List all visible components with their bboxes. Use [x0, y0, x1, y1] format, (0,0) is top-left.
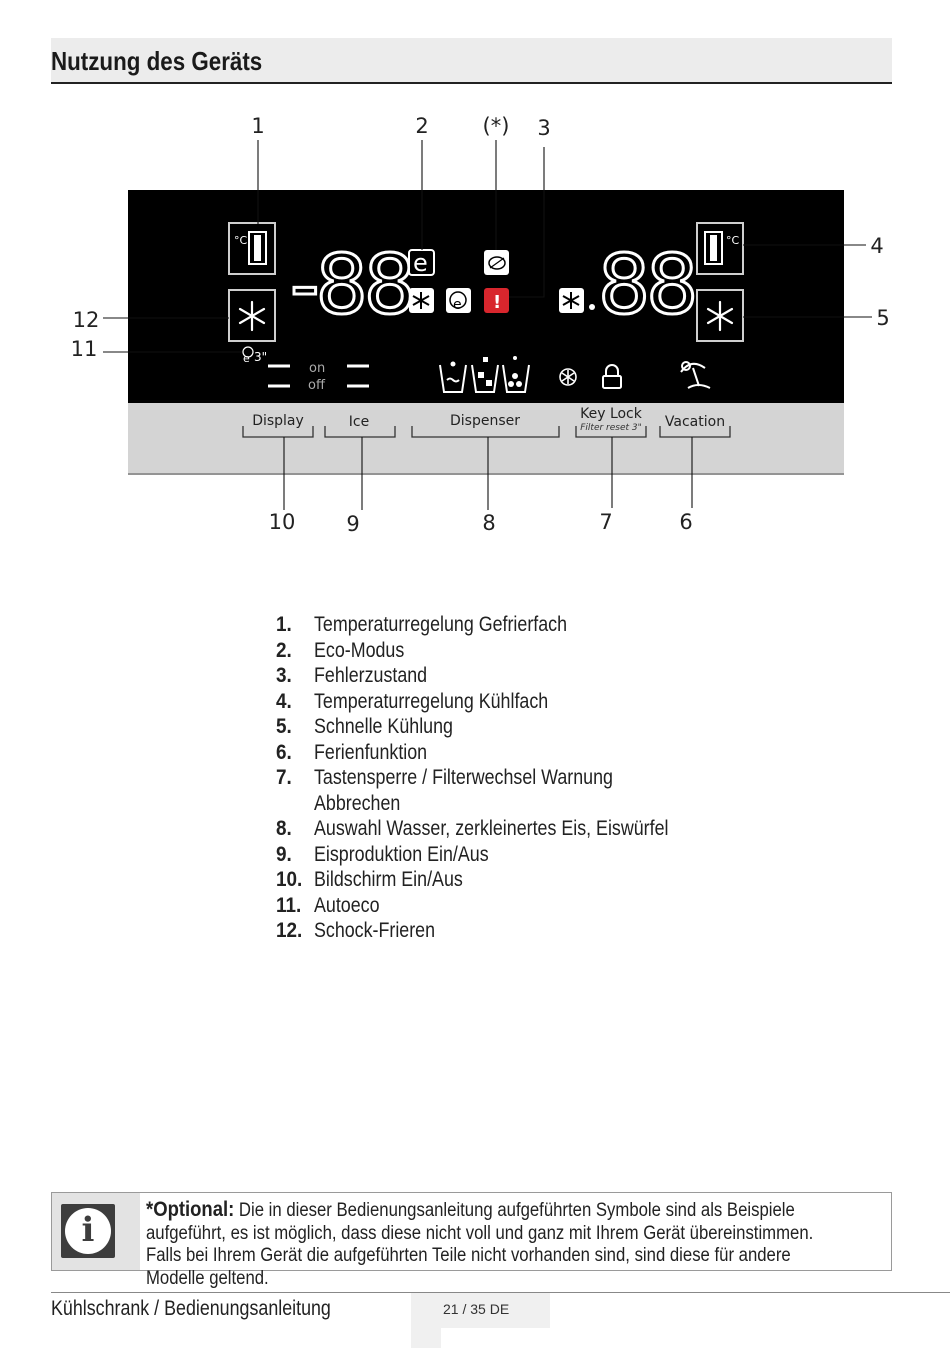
svg-text:3": 3"	[254, 350, 267, 364]
callout-lines	[103, 140, 872, 510]
svg-text:e: e	[453, 297, 462, 313]
display-button[interactable]: Display	[242, 413, 314, 438]
callout-3: 3	[537, 116, 550, 140]
callout-12: 12	[73, 308, 100, 332]
legend-item: 2.Eco-Modus	[276, 638, 405, 662]
water-dispense-icon	[439, 361, 467, 393]
ice-indicator-icon	[559, 368, 577, 386]
callout-2: 2	[415, 114, 428, 138]
keylock-button[interactable]: Key Lock Filter reset 3"	[575, 406, 647, 438]
svg-text:e: e	[413, 249, 428, 277]
svg-text:Key Lock: Key Lock	[580, 406, 643, 422]
svg-text:e: e	[243, 352, 250, 365]
on-off-indicator: on off	[268, 361, 369, 393]
info-text: *Optional: Die in dieser Bedienungsanlei…	[146, 1198, 850, 1290]
autoeco-icon: e	[446, 288, 471, 313]
svg-text:Dispenser: Dispenser	[450, 413, 520, 429]
legend-list: 1.Temperaturregelung Gefrierfach 2.Eco-M…	[276, 612, 796, 944]
legend-item: 6.Ferienfunktion	[276, 740, 428, 764]
fridge-snowflake-icon	[559, 288, 584, 313]
callout-9: 9	[346, 512, 359, 536]
legend-item: 7.Tastensperre / Filterwechsel Warnung	[276, 766, 613, 789]
crushed-ice-icon	[471, 357, 499, 393]
callout-8: 8	[482, 511, 495, 535]
callout-optional: (*)	[483, 114, 510, 138]
legend-item: 4.Temperaturregelung Kühlfach	[276, 689, 549, 713]
page-title: Nutzung des Geräts	[51, 46, 263, 76]
page-number: 21 / 35 DE	[443, 1301, 510, 1317]
callout-4: 4	[870, 234, 883, 258]
callout-labels: 1 2 (*) 3 4 5 12 11 10 9 8 7 6	[71, 114, 890, 536]
vacation-umbrella-icon	[680, 361, 711, 389]
lock-icon	[602, 364, 622, 389]
callout-10: 10	[269, 510, 296, 534]
footer-title: Kühlschrank / Bedienungsanleitung	[51, 1297, 331, 1320]
vacation-button[interactable]: Vacation	[659, 414, 731, 438]
footer-divider	[51, 1292, 950, 1293]
info-label: *Optional:	[146, 1198, 235, 1221]
ice-cubes-icon	[502, 356, 530, 393]
shock-freeze-icon	[228, 289, 276, 342]
page-tab	[411, 1328, 441, 1348]
callout-6: 6	[679, 510, 692, 534]
legend-item: 12.Schock-Frieren	[276, 919, 436, 942]
callout-7: 7	[599, 510, 612, 534]
svg-text:Vacation: Vacation	[665, 414, 725, 430]
legend-item: 8.Auswahl Wasser, zerkleinertes Eis, Eis…	[276, 817, 669, 840]
legend-item: 11.Autoeco	[276, 893, 380, 917]
info-icon-cell: i	[52, 1193, 140, 1270]
dispenser-button[interactable]: Dispenser	[411, 413, 560, 438]
ice-button[interactable]: Ice	[324, 414, 396, 438]
fresh-leaf-icon	[484, 250, 509, 275]
svg-text:°C: °C	[726, 234, 740, 247]
legend-item: 5.Schnelle Kühlung	[276, 715, 453, 738]
info-note: i *Optional: Die in dieser Bedienungsanl…	[51, 1192, 892, 1289]
info-body: Die in dieser Bedienungsanleitung aufgef…	[146, 1200, 814, 1289]
svg-text:on: on	[309, 361, 325, 376]
freezer-temp-icon: °C	[228, 222, 276, 275]
legend-item: Abbrechen	[314, 791, 401, 815]
callout-11: 11	[71, 337, 98, 361]
svg-text:°C: °C	[234, 234, 248, 247]
svg-text:Filter reset 3": Filter reset 3"	[580, 423, 642, 433]
freezer-snowflake-icon	[409, 288, 434, 313]
button-strip	[128, 403, 844, 475]
callout-1: 1	[251, 114, 264, 138]
page-number-box: 21 / 35 DE	[411, 1293, 550, 1328]
svg-text:!: !	[493, 292, 501, 313]
quick-cool-icon	[696, 289, 744, 342]
callout-5: 5	[876, 306, 889, 330]
section-header: Nutzung des Geräts	[51, 38, 892, 84]
legend-item: 3.Fehlerzustand	[276, 664, 428, 687]
legend-item: 1.Temperaturregelung Gefrierfach	[276, 613, 568, 636]
error-icon: !	[484, 288, 509, 313]
svg-text:off: off	[308, 378, 326, 393]
control-panel-diagram: °C e 3" -88 on off e	[71, 114, 890, 536]
svg-text:Ice: Ice	[349, 414, 369, 430]
info-icon: i	[61, 1204, 115, 1258]
legend-item: 10.Bildschirm Ein/Aus	[276, 868, 463, 891]
freezer-temp-digits: -88	[290, 238, 412, 333]
fridge-temp-icon: °C	[696, 222, 744, 275]
autoeco-indicator: e 3"	[242, 346, 267, 365]
fridge-temp-digits: 88	[598, 238, 694, 333]
eco-mode-icon: e	[408, 249, 435, 277]
svg-text:Display: Display	[252, 413, 304, 429]
legend-item: 9.Eisproduktion Ein/Aus	[276, 842, 489, 866]
